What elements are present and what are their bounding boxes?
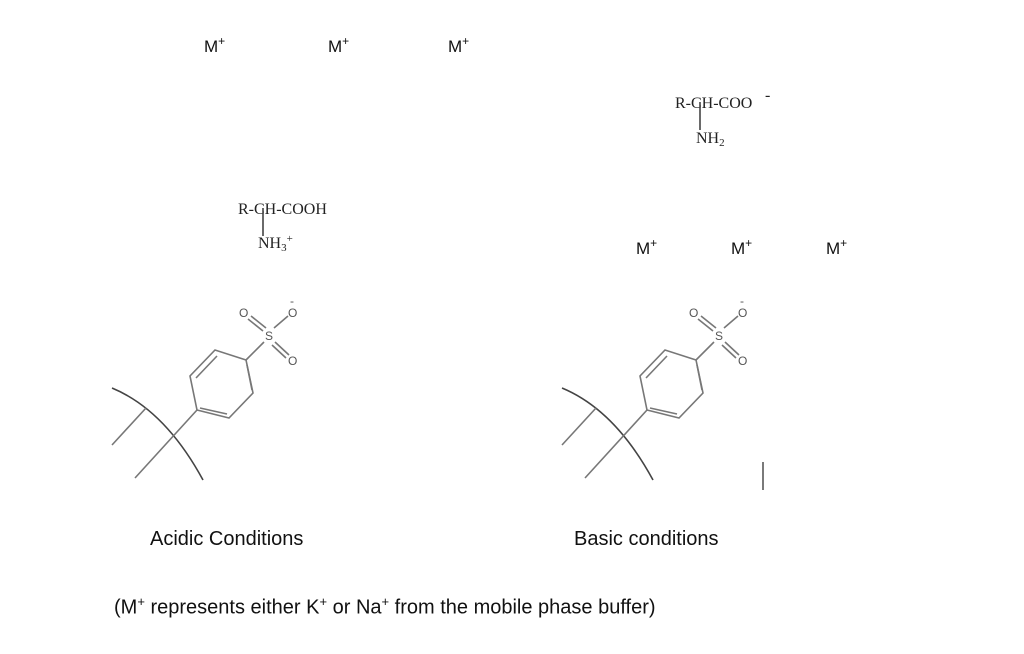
counter-ion: M+ (826, 236, 847, 258)
benzene-ring (189, 349, 254, 419)
bond-line (195, 355, 218, 379)
oxygen-atom: O (689, 306, 698, 320)
acidic-label: Acidic Conditions (150, 528, 303, 550)
sulfur-atom: S (715, 329, 723, 343)
footnote: (M+ represents either K+ or Na+ from the… (114, 594, 656, 619)
svg-text:-: - (765, 87, 770, 104)
oxygen-atom: O (738, 354, 747, 368)
bond-line (271, 344, 287, 359)
sulfonated-resin-acidic: S O O - O (111, 294, 297, 481)
bond-line (700, 315, 717, 329)
svg-text:NH3+: NH3+ (258, 233, 293, 254)
bond-line (134, 409, 198, 479)
bond-line (250, 315, 267, 329)
svg-text:R-CH-COO: R-CH-COO (675, 95, 752, 112)
benzene-ring (639, 349, 704, 419)
counter-ion: M+ (328, 34, 349, 56)
bond-line (273, 315, 289, 329)
svg-text:M+: M+ (826, 236, 847, 258)
bond-line (723, 315, 739, 329)
polymer-backbone (561, 387, 654, 481)
oxygen-atom: O (738, 306, 747, 320)
bond-line (247, 318, 264, 332)
bond-line (246, 364, 253, 391)
protonated-amino-acid: R-CH-COOH NH3+ (238, 201, 327, 254)
counter-ion: M+ (204, 34, 225, 56)
oxygen-atom: O (288, 354, 297, 368)
bond-line (721, 344, 737, 359)
bond-line (649, 407, 678, 415)
counter-ion: M+ (636, 236, 657, 258)
counter-ion: M+ (448, 34, 469, 56)
bond-line (199, 407, 228, 415)
bond-line (111, 407, 147, 446)
bond-line (695, 341, 715, 361)
deprotonated-amino-acid: R-CH-COO - NH2 (675, 87, 770, 149)
oxygen-atom: O (288, 306, 297, 320)
svg-text:M+: M+ (731, 236, 752, 258)
polymer-backbone (111, 387, 204, 481)
bond-line (584, 409, 648, 479)
oxygen-atom: O (239, 306, 248, 320)
bond-line (697, 318, 714, 332)
basic-label: Basic conditions (574, 528, 719, 550)
svg-text:R-CH-COOH: R-CH-COOH (238, 201, 327, 218)
svg-text:M+: M+ (636, 236, 657, 258)
svg-text:M+: M+ (328, 34, 349, 56)
bond-line (645, 355, 668, 379)
sulfonated-resin-basic: S O O - O (561, 294, 747, 481)
svg-text:NH2: NH2 (696, 130, 725, 149)
counter-ion: M+ (731, 236, 752, 258)
bond-line (274, 341, 290, 356)
svg-text:M+: M+ (448, 34, 469, 56)
svg-text:M+: M+ (204, 34, 225, 56)
bond-line (561, 407, 597, 446)
negative-charge: - (290, 294, 294, 308)
bond-line (696, 364, 703, 391)
negative-charge: - (740, 294, 744, 308)
sulfur-atom: S (265, 329, 273, 343)
bond-line (724, 341, 740, 356)
bond-line (245, 341, 265, 361)
